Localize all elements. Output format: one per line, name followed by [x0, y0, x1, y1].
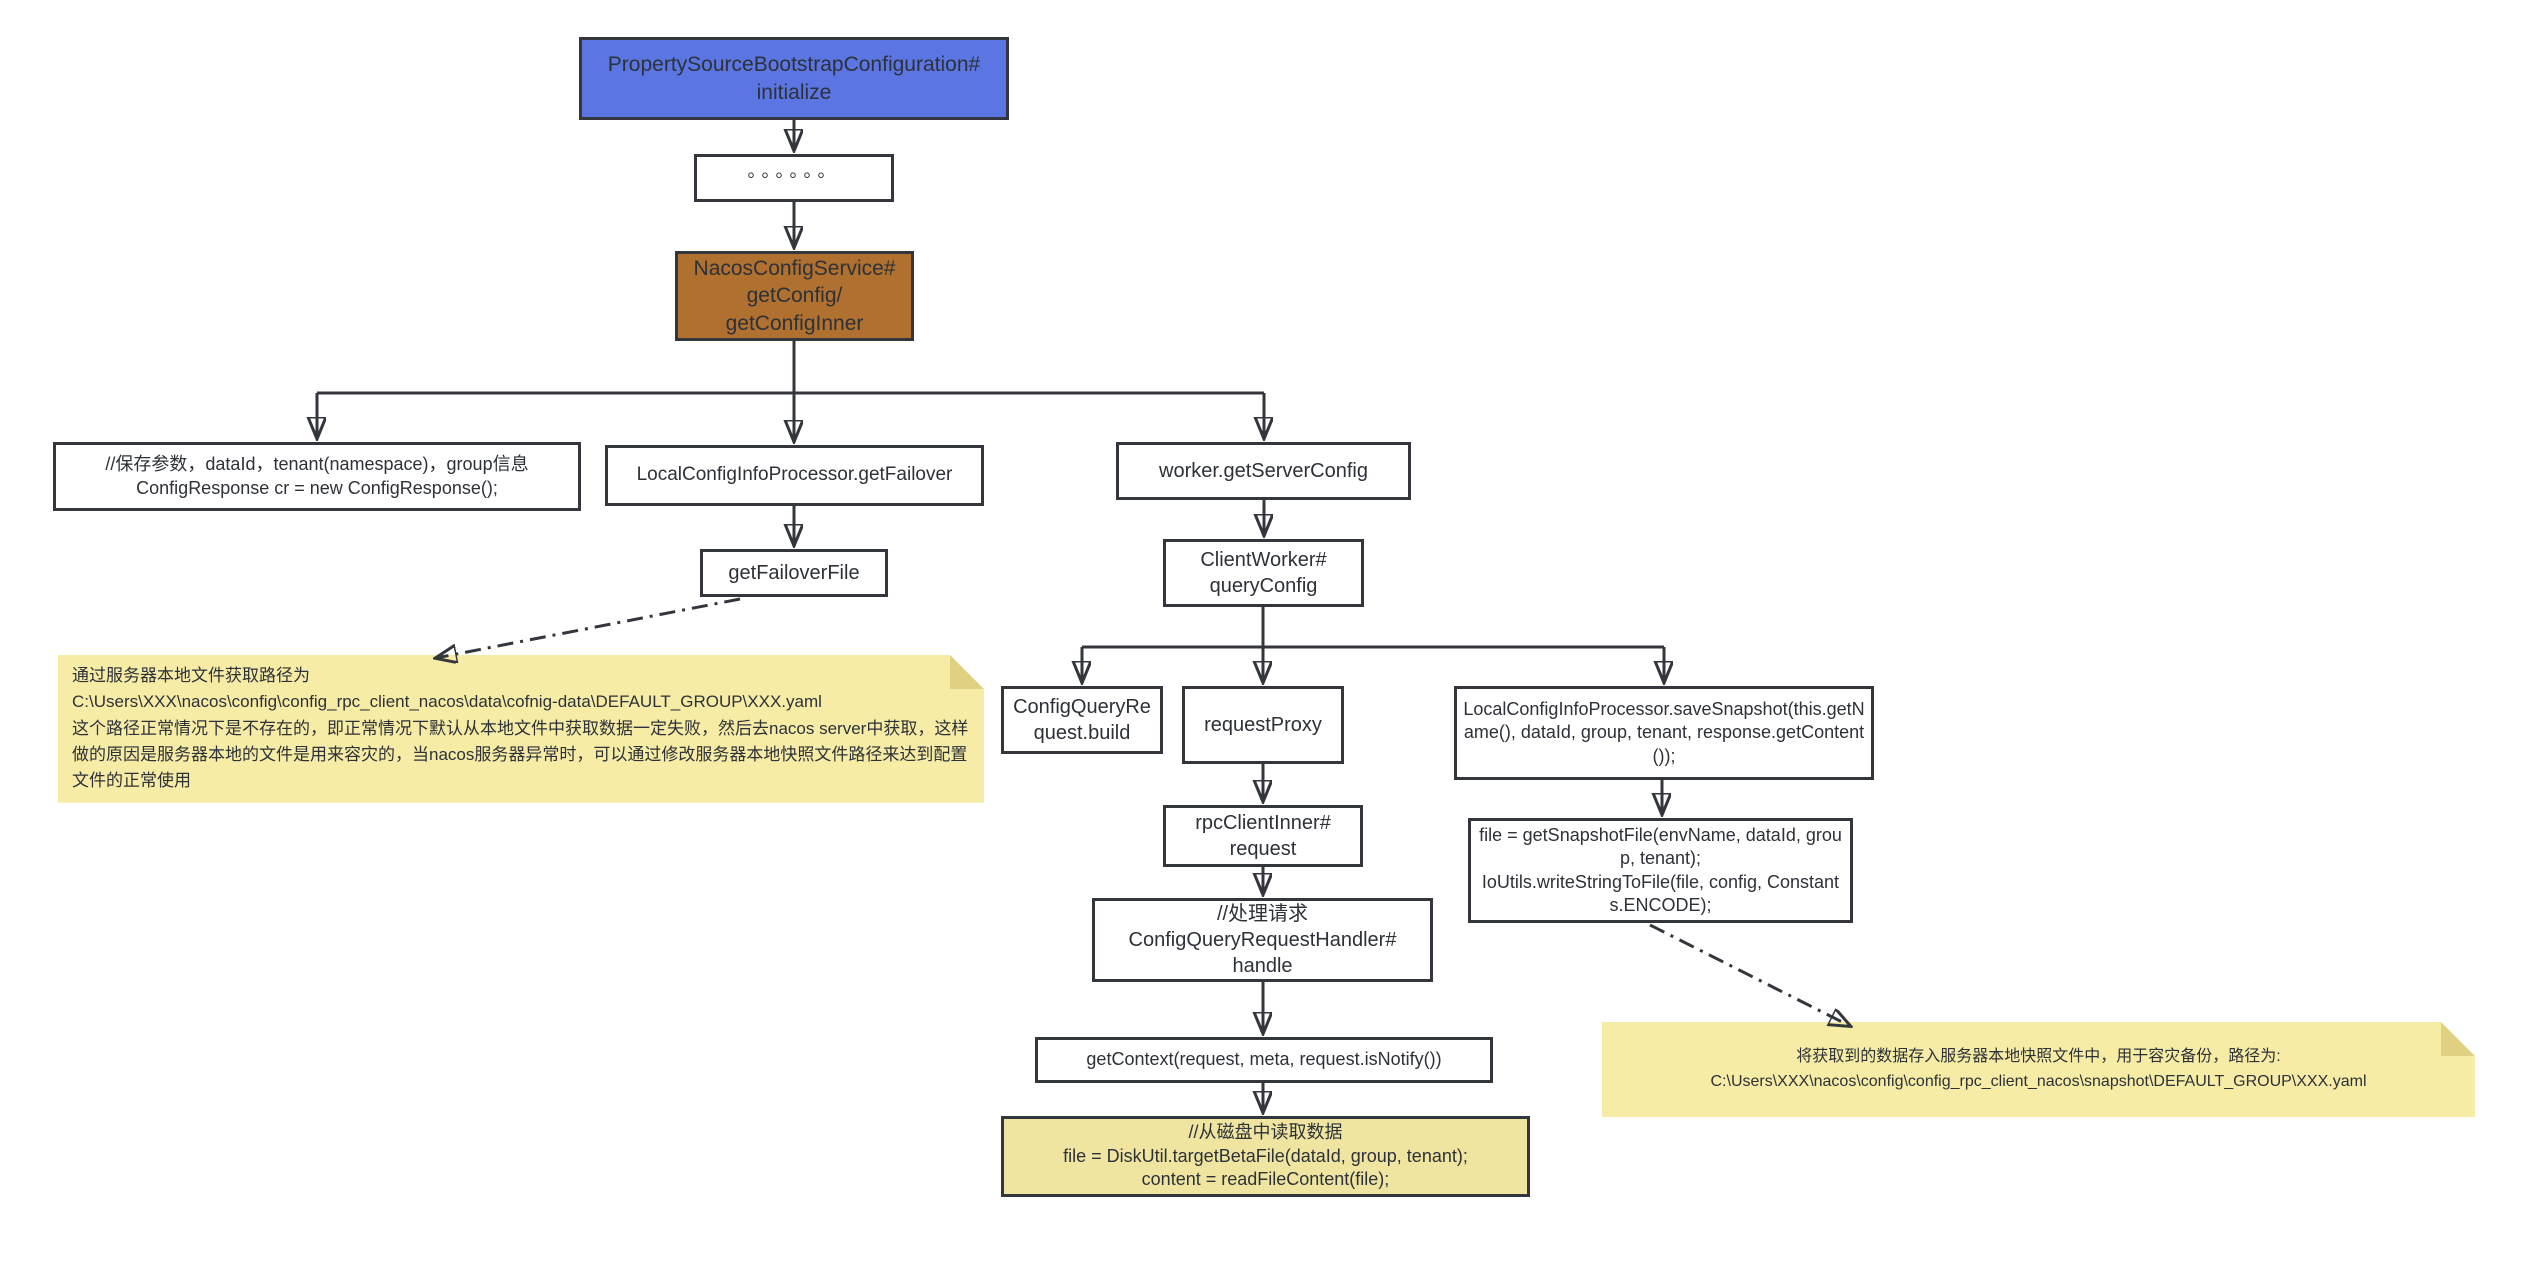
node-config-query-request-handler: //处理请求 ConfigQueryRequestHandler# handle — [1092, 898, 1433, 982]
node-config-query-request-build: ConfigQueryRequest.build — [1001, 686, 1163, 754]
note-fold-corner — [950, 655, 984, 689]
node-save-snapshot: LocalConfigInfoProcessor.saveSnapshot(th… — [1454, 686, 1874, 780]
node-get-context: getContext(request, meta, request.isNoti… — [1035, 1037, 1493, 1083]
node-request-proxy: requestProxy — [1182, 686, 1344, 764]
node-get-failover: LocalConfigInfoProcessor.getFailover — [605, 445, 984, 506]
note-fold-corner — [2441, 1022, 2475, 1056]
node-client-worker-query-config: ClientWorker# queryConfig — [1163, 539, 1364, 607]
node-bootstrap-initialize: PropertySourceBootstrapConfiguration# in… — [579, 37, 1009, 120]
node-ellipsis: 。。。。。。 — [694, 154, 894, 202]
node-get-failover-file: getFailoverFile — [700, 549, 888, 597]
node-save-params: //保存参数，dataId，tenant(namespace)，group信息 … — [53, 442, 581, 511]
failover-path-note: 通过服务器本地文件获取路径为 C:\Users\XXX\nacos\config… — [58, 655, 984, 803]
node-get-snapshot-file: file = getSnapshotFile(envName, dataId, … — [1468, 818, 1853, 923]
snapshot-path-note: 将获取到的数据存入服务器本地快照文件中，用于容灾备份，路径为: C:\Users… — [1602, 1022, 2475, 1117]
snapshot-path-note-text: 将获取到的数据存入服务器本地快照文件中，用于容灾备份，路径为: C:\Users… — [1710, 1047, 2367, 1090]
edge-snapshotfile-to-snapshot-note — [1649, 923, 1850, 1026]
edge-getfailoverfile-to-failover-note — [436, 597, 741, 658]
failover-path-note-text: 通过服务器本地文件获取路径为 C:\Users\XXX\nacos\config… — [72, 666, 969, 791]
node-nacos-config-service: NacosConfigService# getConfig/ getConfig… — [675, 251, 914, 341]
node-read-from-disk: //从磁盘中读取数据 file = DiskUtil.targetBetaFil… — [1001, 1116, 1530, 1197]
node-get-server-config: worker.getServerConfig — [1116, 442, 1411, 500]
node-rpc-client-inner-request: rpcClientInner# request — [1163, 805, 1363, 867]
